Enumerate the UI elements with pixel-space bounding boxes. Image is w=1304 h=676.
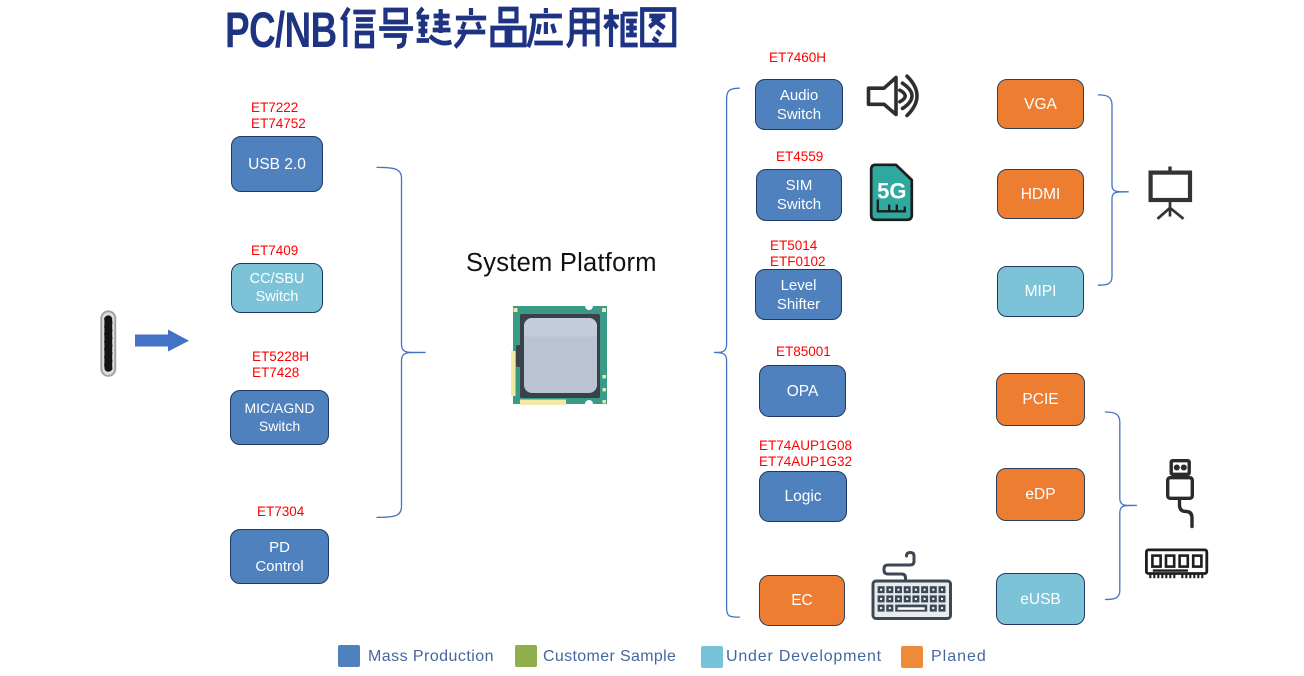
svg-text:5G: 5G bbox=[877, 179, 906, 204]
